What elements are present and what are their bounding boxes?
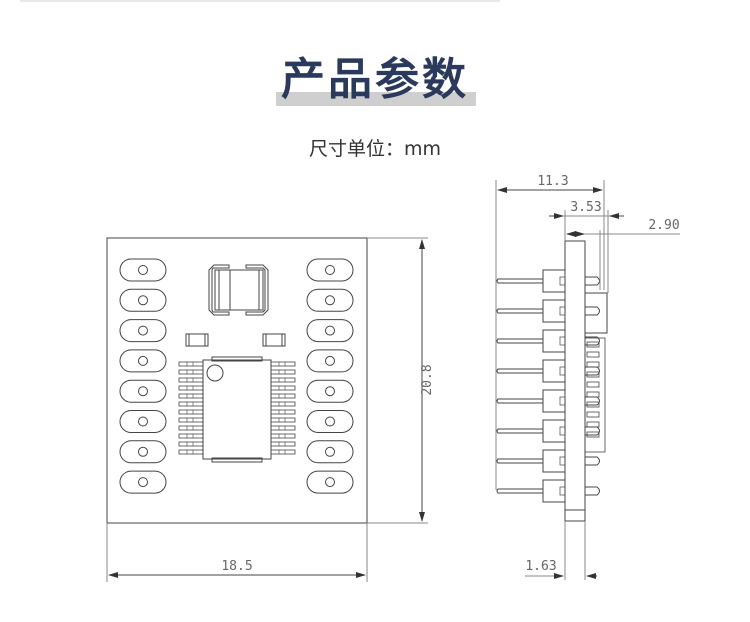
pad (119, 410, 167, 433)
title-underline-bar (276, 92, 476, 106)
ic-pins (178, 361, 296, 455)
header-pin (496, 359, 600, 383)
ic-pin (270, 417, 296, 423)
ic-lead (586, 371, 600, 378)
top-offset-dimension: 2.90 (566, 218, 680, 290)
header-pin (496, 479, 600, 503)
ic-pin (178, 369, 204, 375)
component-height-dimension: 3.53 (549, 200, 624, 293)
pad (119, 379, 167, 403)
height-dimension: 20.8 (367, 237, 435, 524)
top-offset-dim-text: 2.90 (648, 218, 679, 233)
ic-pin (178, 409, 204, 415)
side-header-pins (496, 269, 600, 503)
pad (119, 319, 167, 343)
inductor-component (208, 264, 269, 316)
right-pad-column (306, 258, 354, 494)
ic-lead (586, 411, 600, 418)
pad (306, 288, 354, 312)
ic-pin (270, 385, 296, 391)
pad (306, 470, 354, 494)
header-pin (496, 389, 600, 413)
height-dim-text: 20.8 (420, 364, 435, 395)
smd-resistor-right (262, 333, 286, 347)
width-dimension: 18.5 (106, 523, 368, 582)
ic-lead (586, 351, 600, 358)
component-height-dim-text: 3.53 (570, 200, 601, 215)
depth-dimension: 11.3 (495, 174, 605, 490)
ic-lead (586, 361, 600, 368)
side-board (564, 240, 586, 522)
pin1-marker (206, 364, 224, 382)
depth-dim-text: 11.3 (537, 174, 568, 189)
pad (306, 379, 354, 403)
header-pin (496, 419, 600, 443)
header-pin (496, 299, 600, 323)
ic-pin (178, 449, 204, 455)
board-outline (106, 237, 368, 524)
ic-pin (178, 385, 204, 391)
ic-lead (586, 341, 600, 348)
pad (119, 258, 167, 282)
smd-resistor-left (185, 333, 209, 347)
pad (119, 470, 167, 494)
ic-pin (178, 401, 204, 407)
ic-pin (178, 433, 204, 439)
unit-label: 尺寸单位：mm (308, 138, 442, 160)
ic-pin (270, 433, 296, 439)
pad (119, 440, 167, 464)
ic-lead (586, 431, 600, 438)
ic-pin (270, 401, 296, 407)
ic-pin (270, 441, 296, 447)
pad (119, 288, 167, 312)
ic-pin (270, 361, 296, 367)
ic-pin (270, 393, 296, 399)
ic-pin (178, 377, 204, 383)
side-view: 11.3 3.53 2.90 1.63 (495, 174, 680, 580)
ic-pin (178, 441, 204, 447)
ic-lead (586, 421, 600, 428)
ic-pin (178, 425, 204, 431)
pad (306, 410, 354, 433)
header-pin (496, 329, 600, 353)
ic-pin (270, 425, 296, 431)
width-dim-text: 18.5 (221, 559, 252, 574)
ic-pin (270, 377, 296, 383)
side-inductor (584, 292, 608, 334)
pad (306, 319, 354, 343)
ic-pin (270, 369, 296, 375)
top-divider (20, 0, 500, 2)
side-ic-leads (584, 337, 606, 453)
board-thickness-dimension: 1.63 (525, 521, 597, 580)
pad (306, 440, 354, 464)
ic-pin (270, 449, 296, 455)
header-pin (496, 449, 600, 473)
ic-lead (586, 391, 600, 398)
header-pin (496, 269, 600, 293)
pad (119, 349, 167, 373)
left-pad-column (119, 258, 167, 494)
board-thickness-dim-text: 1.63 (525, 559, 556, 574)
pad (306, 258, 354, 282)
ic-body-side (584, 337, 606, 453)
ic-pin (178, 393, 204, 399)
ic-lead (586, 381, 600, 388)
pad (306, 349, 354, 373)
top-view: 20.8 18.5 (106, 237, 435, 582)
ic-pin (178, 417, 204, 423)
ic-pin (270, 409, 296, 415)
ic-lead (586, 401, 600, 408)
page-title: 产品参数 (281, 54, 469, 105)
ic-pin (178, 361, 204, 367)
ic-chip (178, 356, 296, 463)
